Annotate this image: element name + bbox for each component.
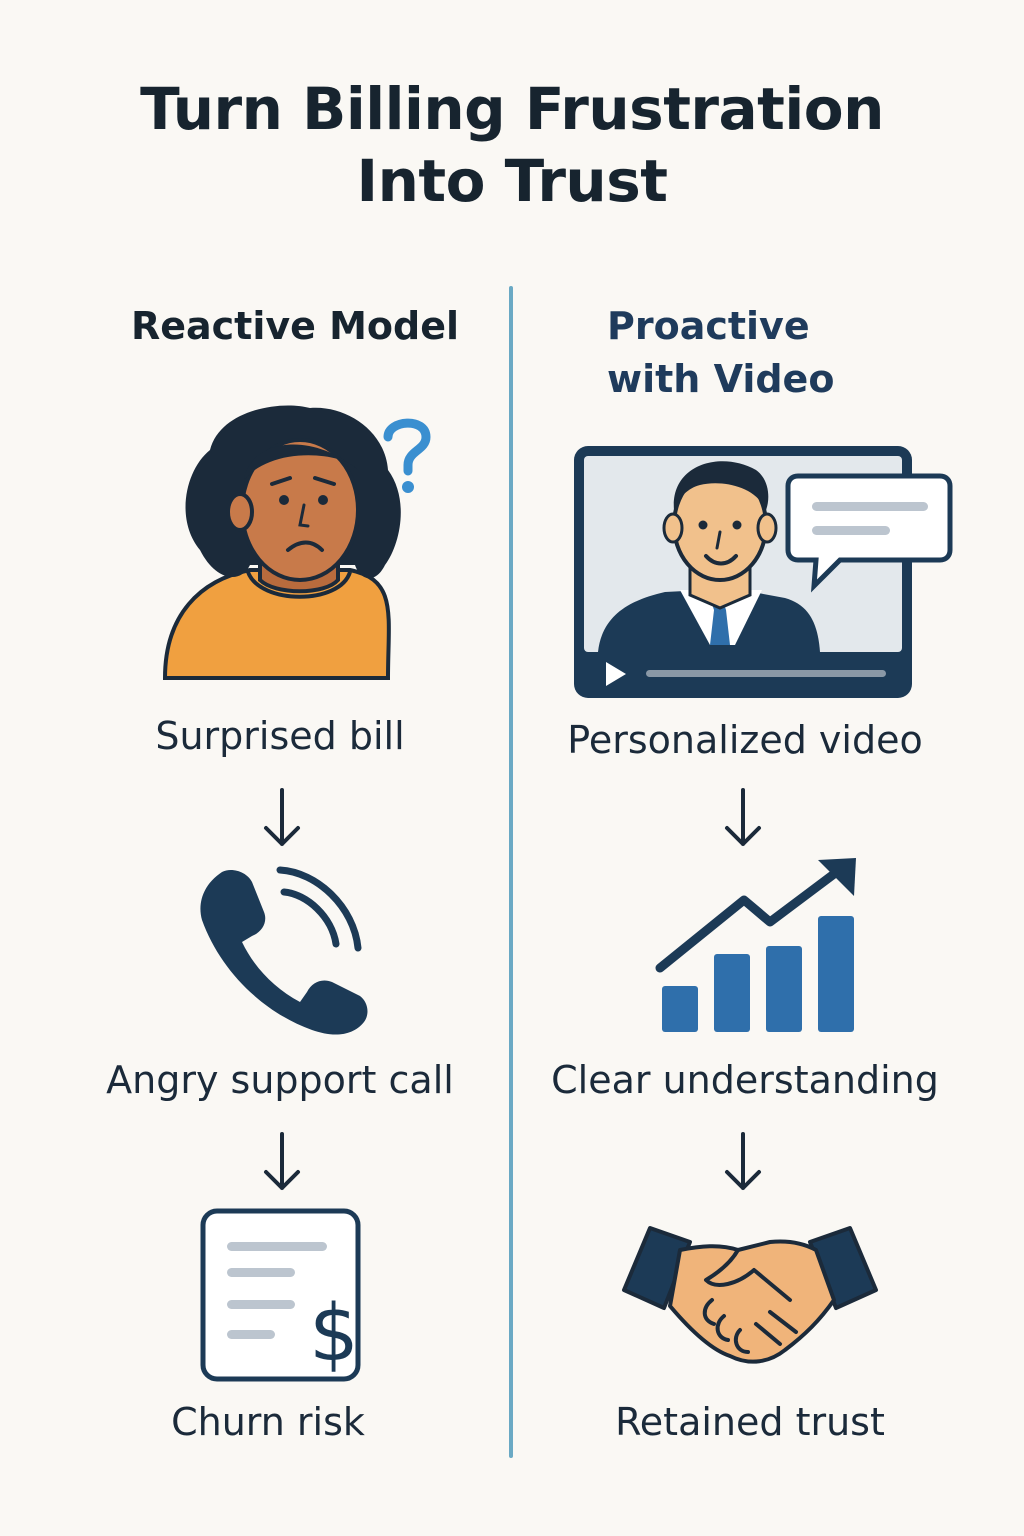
step-angry-support-call: Angry support call xyxy=(106,1058,454,1102)
title-line-1: Turn Billing Frustration xyxy=(140,75,884,143)
step-personalized-video: Personalized video xyxy=(567,718,923,762)
page-title: Turn Billing Frustration Into Trust xyxy=(0,74,1024,218)
question-mark-icon xyxy=(383,418,431,493)
proactive-heading-line-2: with Video xyxy=(607,357,835,402)
proactive-heading-line-1: Proactive xyxy=(607,304,810,348)
phone-icon xyxy=(200,866,368,1035)
svg-text:$: $ xyxy=(309,1289,359,1379)
arrow-down-icon xyxy=(264,788,300,846)
step-surprised-bill: Surprised bill xyxy=(155,714,405,758)
confused-person-icon xyxy=(162,405,401,680)
step-churn-risk: Churn risk xyxy=(171,1400,365,1444)
invoice-dollar-icon: $ xyxy=(200,1208,361,1382)
video-presenter-icon xyxy=(574,446,953,698)
arrow-down-icon xyxy=(264,1132,300,1190)
proactive-heading: Proactive with Video xyxy=(607,300,937,406)
step-clear-understanding: Clear understanding xyxy=(551,1058,939,1102)
title-line-2: Into Trust xyxy=(356,146,668,215)
arrow-down-icon xyxy=(725,788,761,846)
arrow-down-icon xyxy=(725,1132,761,1190)
growth-chart-icon xyxy=(655,858,856,1032)
column-divider xyxy=(509,286,513,1458)
reactive-model-heading: Reactive Model xyxy=(130,304,460,348)
step-retained-trust: Retained trust xyxy=(615,1400,885,1444)
handshake-icon xyxy=(622,1226,878,1364)
